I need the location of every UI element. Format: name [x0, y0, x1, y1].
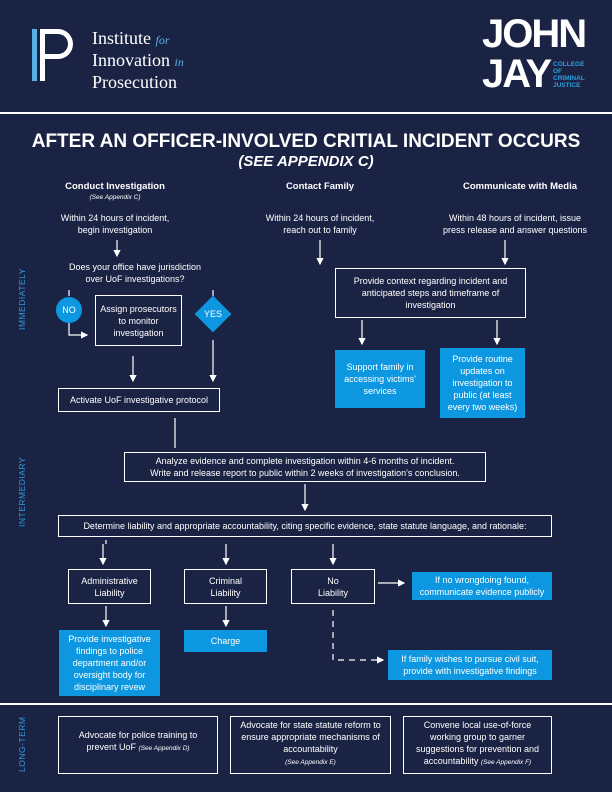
institute-logo-icon [32, 29, 73, 81]
heading-communicate-media: Communicate with Media [462, 181, 577, 192]
provide-context-box: Provide context regarding incident and a… [335, 268, 526, 318]
header-rule [0, 112, 612, 114]
john-jay-logo-jay: JAY [482, 52, 552, 96]
investigation-timing: Within 24 hours of incident,begin invest… [60, 213, 170, 235]
statute-reform-box: Advocate for state statute reform to ens… [230, 716, 391, 774]
workgroup-box: Convene local use-of-force working group… [403, 716, 552, 774]
phase-label-intermediary: INTERMEDIARY [17, 456, 27, 527]
phase-label-long-term: LONG-TERM [17, 716, 27, 773]
no-decision: NO [56, 297, 82, 323]
determine-liability-box: Determine liability and appropriate acco… [58, 515, 552, 537]
page-title: AFTER AN OFFICER-INVOLVED CRITIAL INCIDE… [31, 131, 581, 152]
yes-decision-label: YES [203, 309, 222, 319]
charge-box: Charge [184, 630, 267, 652]
phase-label-immediately: IMMEDIATELY [17, 268, 27, 330]
findings-police-box: Provide investigative findings to police… [59, 630, 160, 696]
john-jay-logo-john: JOHN [482, 12, 587, 56]
no-liability-box: No Liability [291, 569, 375, 604]
police-training-box: Advocate for police training to prevent … [58, 716, 218, 774]
family-timing: Within 24 hours of incident,reach out to… [265, 213, 375, 235]
heading-conduct-investigation: Conduct Investigation [65, 181, 165, 192]
institute-logo-text: Institute for Innovation in Prosecution [92, 28, 184, 92]
criminal-liability-box: Criminal Liability [184, 569, 267, 604]
support-family-box: Support family in accessing victims' ser… [335, 350, 425, 408]
header [0, 0, 612, 108]
assign-prosecutors-box: Assign prosecutors to monitor investigat… [95, 295, 182, 346]
administrative-liability-box: Administrative Liability [68, 569, 151, 604]
heading-contact-family: Contact Family [285, 181, 355, 192]
routine-updates-box: Provide routine updates on investigation… [440, 348, 525, 418]
civil-suit-box: If family wishes to pursue civil suit, p… [388, 650, 552, 680]
page-subtitle: (SEE APPENDIX C) [238, 153, 374, 170]
activate-protocol-box: Activate UoF investigative protocol [58, 388, 220, 412]
john-jay-logo-sub: COLLEGE OF CRIMINAL JUSTICE [553, 61, 585, 89]
no-wrongdoing-box: If no wrongdoing found, communicate evid… [412, 572, 552, 600]
analyze-evidence-box: Analyze evidence and complete investigat… [124, 452, 486, 482]
heading-investigation-note: (See Appendix C) [89, 194, 141, 201]
